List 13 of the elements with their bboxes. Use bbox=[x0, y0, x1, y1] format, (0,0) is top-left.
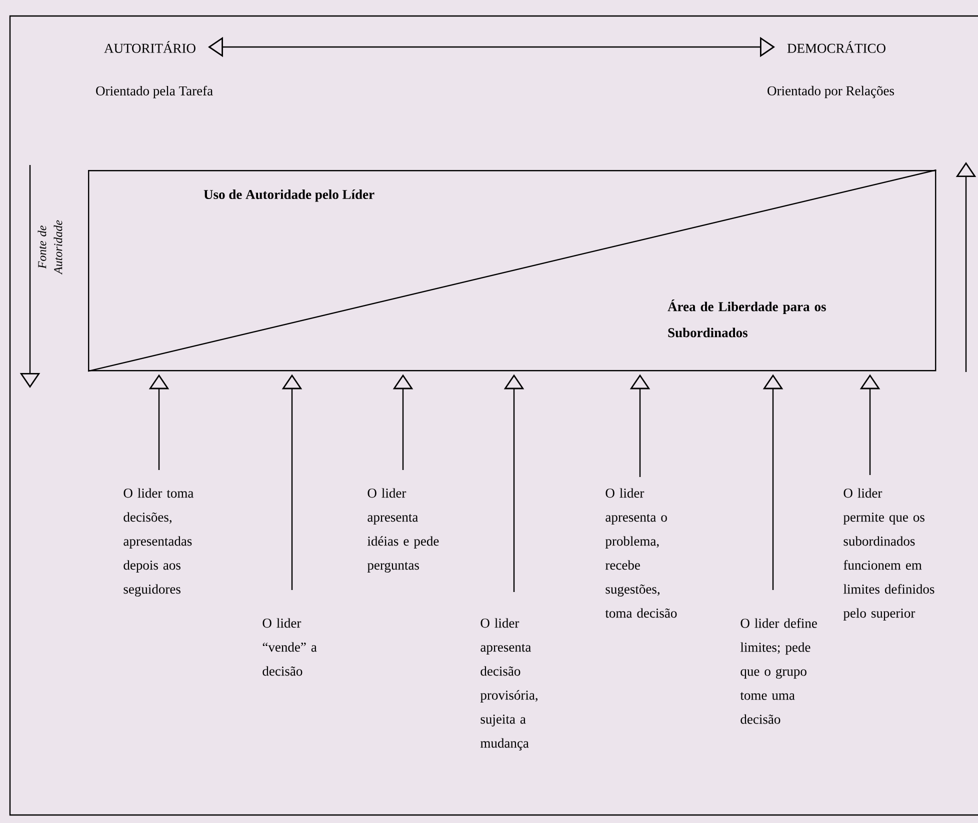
triangle-diagram-box: Uso de Autoridade pelo Líder Área de Liberdade para os Subordinados bbox=[88, 169, 936, 372]
step-text: O lider apresenta o problema, recebe sugestões, toma decisão bbox=[605, 488, 677, 618]
step-text: O lider apresenta decisão provisória, sujeita a mudança bbox=[480, 618, 538, 750]
step-text: O lider apresenta idéias e pede perguntas bbox=[367, 488, 439, 572]
axis-label: Fonte de Autoridade bbox=[38, 220, 62, 275]
orientation-label: Orientado por Relações bbox=[768, 86, 894, 98]
orientation-label: Orientado pela Tarefa bbox=[96, 86, 213, 98]
step-text: O lider toma decisões, apresentadas depois aos seguidores bbox=[124, 488, 194, 596]
pole-label: AUTORITÁRIO bbox=[104, 41, 196, 53]
pole-label: DEMOCRÁTICO bbox=[787, 41, 886, 53]
step-text: O lider “vende” a decisão bbox=[262, 618, 317, 676]
step-text: O lider define limites; pede que o grupo tome uma decisão bbox=[740, 618, 817, 724]
step-text: O lider permite que os subordinados funcionem em limites definidos pelo superior bbox=[843, 488, 934, 620]
